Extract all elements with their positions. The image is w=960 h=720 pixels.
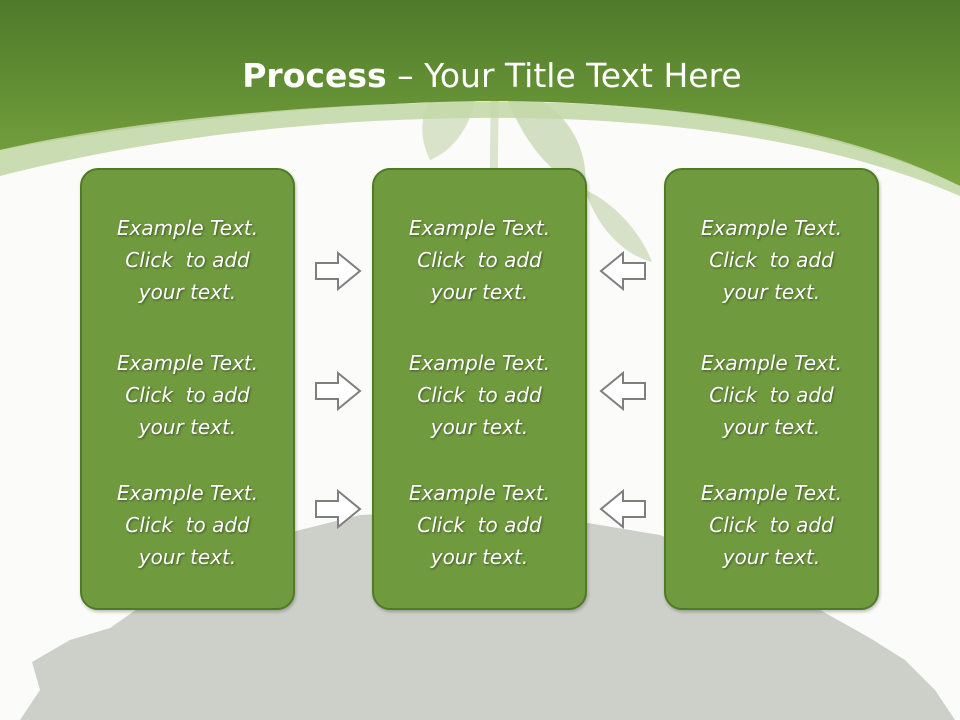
text-line: your text. <box>430 280 529 304</box>
text-line: Click to add <box>417 248 542 272</box>
text-block[interactable]: Example Text. Click to add your text. <box>82 477 293 573</box>
text-block[interactable]: Example Text. Click to add your text. <box>666 477 877 573</box>
text-line: Click to add <box>125 383 250 407</box>
text-line: Example Text. <box>116 351 259 375</box>
text-line: Example Text. <box>700 216 843 240</box>
arrow-right-icon[interactable] <box>314 489 364 529</box>
text-block[interactable]: Example Text. Click to add your text. <box>82 347 293 443</box>
text-line: your text. <box>722 415 821 439</box>
arrow-left-icon[interactable] <box>597 251 647 291</box>
text-line: Click to add <box>709 383 834 407</box>
text-line: Example Text. <box>408 216 551 240</box>
process-box-left[interactable]: Example Text. Click to add your text. Ex… <box>80 168 295 610</box>
header-band <box>0 0 960 186</box>
text-line: your text. <box>722 280 821 304</box>
text-line: Example Text. <box>700 351 843 375</box>
process-box-right[interactable]: Example Text. Click to add your text. Ex… <box>664 168 879 610</box>
title-bold-part: Process <box>242 56 387 95</box>
text-line: Click to add <box>709 513 834 537</box>
text-line: Click to add <box>417 383 542 407</box>
text-line: your text. <box>138 415 237 439</box>
text-line: your text. <box>138 545 237 569</box>
text-line: Example Text. <box>116 216 259 240</box>
text-block[interactable]: Example Text. Click to add your text. <box>374 477 585 573</box>
text-block[interactable]: Example Text. Click to add your text. <box>374 347 585 443</box>
arrow-right-icon[interactable] <box>314 371 364 411</box>
text-line: your text. <box>430 415 529 439</box>
title-rest-part: – Your Title Text Here <box>386 56 742 95</box>
header-swoosh <box>0 101 960 196</box>
text-line: Click to add <box>125 513 250 537</box>
text-line: Example Text. <box>408 351 551 375</box>
page-title[interactable]: Process – Your Title Text Here <box>0 54 960 98</box>
text-line: Example Text. <box>116 481 259 505</box>
arrow-left-icon[interactable] <box>597 371 647 411</box>
text-block[interactable]: Example Text. Click to add your text. <box>374 212 585 308</box>
text-block[interactable]: Example Text. Click to add your text. <box>666 347 877 443</box>
text-line: your text. <box>138 280 237 304</box>
text-line: Click to add <box>125 248 250 272</box>
text-block[interactable]: Example Text. Click to add your text. <box>82 212 293 308</box>
text-line: Example Text. <box>408 481 551 505</box>
text-line: Click to add <box>709 248 834 272</box>
text-line: Click to add <box>417 513 542 537</box>
text-block[interactable]: Example Text. Click to add your text. <box>666 212 877 308</box>
text-line: your text. <box>722 545 821 569</box>
text-line: your text. <box>430 545 529 569</box>
process-box-center[interactable]: Example Text. Click to add your text. Ex… <box>372 168 587 610</box>
arrow-right-icon[interactable] <box>314 251 364 291</box>
arrow-left-icon[interactable] <box>597 489 647 529</box>
text-line: Example Text. <box>700 481 843 505</box>
